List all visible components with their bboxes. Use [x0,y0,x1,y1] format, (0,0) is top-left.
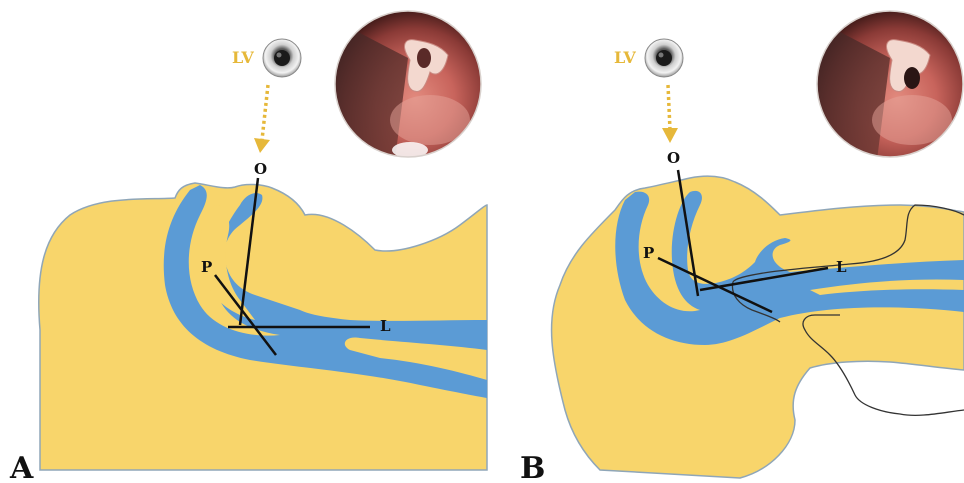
lv-label-b: LV [614,48,636,67]
axis-label-p-b: P [643,244,654,262]
panel-letter-b: B [520,451,545,483]
axis-label-l-b: L [836,258,847,276]
dotted-arrow-down-icon [662,85,678,143]
axis-label-p-a: P [201,258,212,276]
axis-label-l-a: L [380,317,391,335]
dotted-arrow-down-icon [254,85,270,153]
axis-label-o-b: O [667,149,680,167]
endoscopic-view-a [335,11,481,160]
camera-lens-icon [263,39,301,77]
lv-label-a: LV [232,48,254,67]
axis-label-o-a: O [254,160,267,178]
panel-a: O P L LV A [9,11,487,483]
endoscopic-view-b [817,11,963,160]
panel-b: O P L LV B [520,11,964,483]
camera-lens-icon [645,39,683,77]
panel-letter-a: A [9,451,34,483]
